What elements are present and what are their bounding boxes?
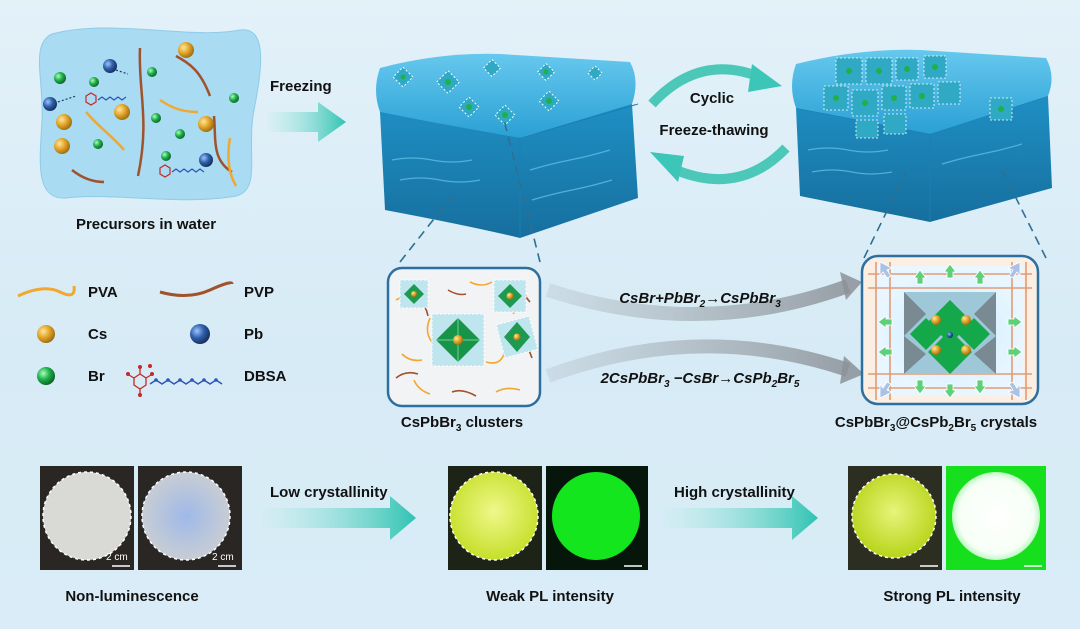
legend-pva-label: PVA — [88, 284, 118, 301]
photo-weak-pl-uv — [546, 466, 648, 570]
reaction-arrows — [545, 272, 864, 384]
legend-graphics — [17, 281, 234, 397]
hydrogel-block-thawed — [792, 49, 1052, 222]
high-crystallinity-label: High crystallinity — [674, 484, 795, 501]
scale-bar-label-1: 2 cm — [106, 552, 128, 563]
freeze-thawing-label: Freeze-thawing — [659, 122, 769, 139]
legend-pvp-label: PVP — [244, 284, 275, 301]
clusters-label: CsPbBr3 clusters — [400, 414, 524, 434]
legend-dbsa-label: DBSA — [244, 368, 287, 385]
non-luminescence-label: Non-luminescence — [65, 588, 199, 605]
legend-br-label: Br — [88, 368, 105, 385]
hydrogel-block-frozen — [376, 53, 639, 238]
crystals-inset — [860, 254, 1040, 406]
photo-strong-pl-uv — [946, 466, 1046, 570]
low-crystallinity-label: Low crystallinity — [270, 484, 388, 501]
freezing-label: Freezing — [270, 78, 332, 95]
strong-pl-label: Strong PL intensity — [883, 588, 1021, 605]
legend-pb-label: Pb — [244, 326, 264, 343]
cyclic-arrows — [648, 64, 790, 185]
scale-bar-label-2: 2 cm — [212, 552, 234, 563]
photo-strong-pl-daylight — [848, 466, 942, 570]
high-crystallinity-arrow — [664, 496, 818, 540]
crystals-label: CsPbBr3@CsPb2Br5 crystals — [834, 414, 1038, 434]
low-crystallinity-arrow — [262, 496, 416, 540]
equation-transformation: 2CsPbBr3 −CsBr→CsPb2Br5 — [600, 370, 800, 390]
cyclic-label: Cyclic — [689, 90, 735, 107]
water-blob — [38, 27, 262, 201]
zoom-lines — [399, 119, 1047, 263]
photo-non-luminescent-1 — [40, 466, 134, 570]
clusters-inset — [386, 266, 542, 408]
legend-cs-label: Cs — [88, 326, 108, 343]
freezing-arrow — [268, 102, 346, 142]
precursors-label: Precursors in water — [75, 216, 217, 233]
photo-non-luminescent-2 — [138, 466, 242, 570]
photo-weak-pl-daylight — [448, 466, 542, 570]
equation-formation: CsBr+PbBr2→CsPbBr3 — [619, 290, 781, 310]
weak-pl-label: Weak PL intensity — [486, 588, 614, 605]
